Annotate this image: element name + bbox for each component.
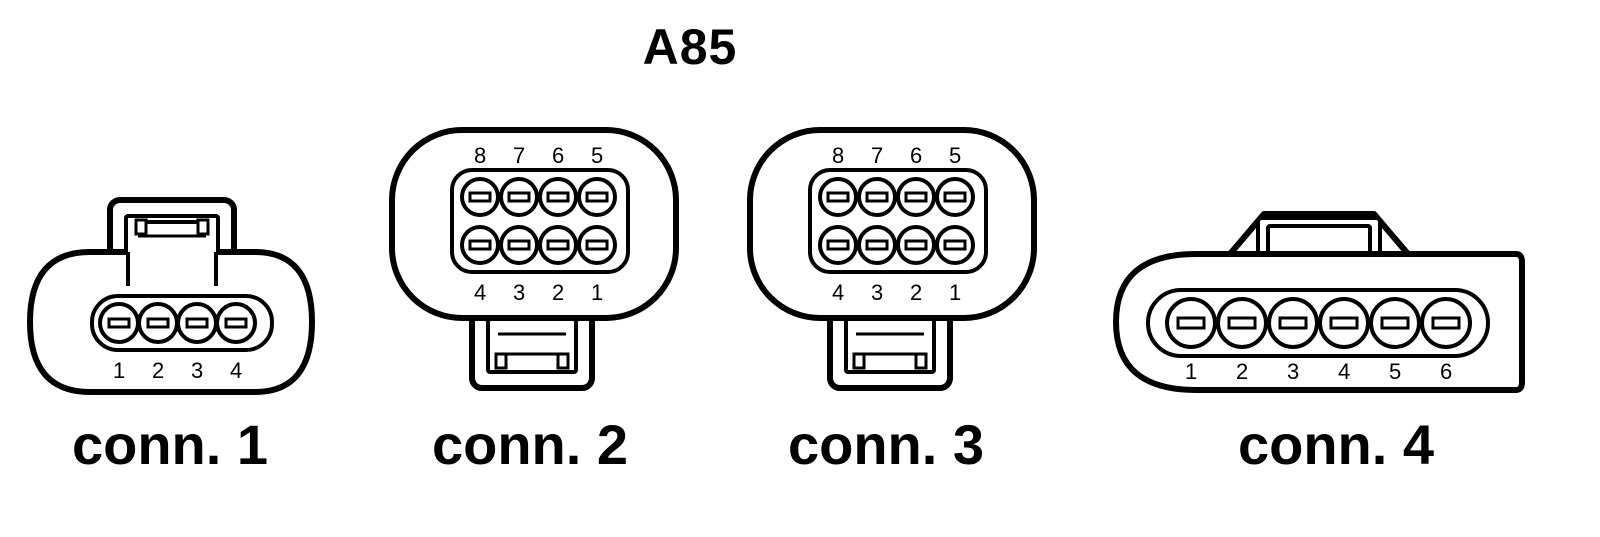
pin-number: 6	[1440, 359, 1452, 384]
pin-number: 1	[949, 280, 961, 305]
connector-2-pin-numbers: 8 7 6 5 4 3 2 1	[474, 143, 603, 305]
pin-number: 2	[152, 358, 164, 383]
pin-number: 1	[113, 358, 125, 383]
connector-3-pin-numbers: 8 7 6 5 4 3 2 1	[832, 143, 961, 305]
pin-number: 6	[552, 143, 564, 168]
pin-number: 5	[1389, 359, 1401, 384]
pin-number: 3	[191, 358, 203, 383]
pin-number: 2	[552, 280, 564, 305]
connector-4-label: conn. 4	[1237, 413, 1435, 476]
connector-4-drawing: 1 2 3 4 5 6	[1113, 211, 1525, 393]
pin-number: 2	[1236, 359, 1248, 384]
connector-2-drawing: 8 7 6 5 4 3 2 1	[389, 127, 679, 391]
pin-number: 3	[513, 280, 525, 305]
pin-number: 3	[871, 280, 883, 305]
pin-number: 5	[949, 143, 961, 168]
pin-number: 6	[910, 143, 922, 168]
pin-number: 7	[513, 143, 525, 168]
connector-4-pins	[1165, 297, 1472, 349]
pin-number: 8	[832, 143, 844, 168]
pin-number: 4	[1338, 359, 1350, 384]
pin-number: 2	[910, 280, 922, 305]
pin-number: 1	[591, 280, 603, 305]
connector-3-label: conn. 3	[787, 413, 985, 476]
pin-number: 8	[474, 143, 486, 168]
pin-number: 1	[1185, 359, 1197, 384]
pin-number: 3	[1287, 359, 1299, 384]
connector-1-label: conn. 1	[71, 413, 269, 476]
connector-3-pins	[818, 177, 975, 265]
connector-1-pins	[98, 302, 257, 344]
connector-2-label: conn. 2	[431, 413, 629, 476]
connector-3-drawing: 8 7 6 5 4 3 2 1	[747, 127, 1037, 391]
pin-number: 7	[871, 143, 883, 168]
pin-number: 4	[230, 358, 242, 383]
connector-4-pin-numbers: 1 2 3 4 5 6	[1185, 359, 1452, 384]
connector-1-pin-numbers: 1 2 3 4	[113, 358, 242, 383]
connector-2-pins	[460, 177, 617, 265]
pin-number: 4	[474, 280, 486, 305]
diagram-title: A85	[642, 19, 738, 75]
pin-number: 4	[832, 280, 844, 305]
pin-number: 5	[591, 143, 603, 168]
connector-1-drawing: 1 2 3 4	[27, 197, 315, 395]
